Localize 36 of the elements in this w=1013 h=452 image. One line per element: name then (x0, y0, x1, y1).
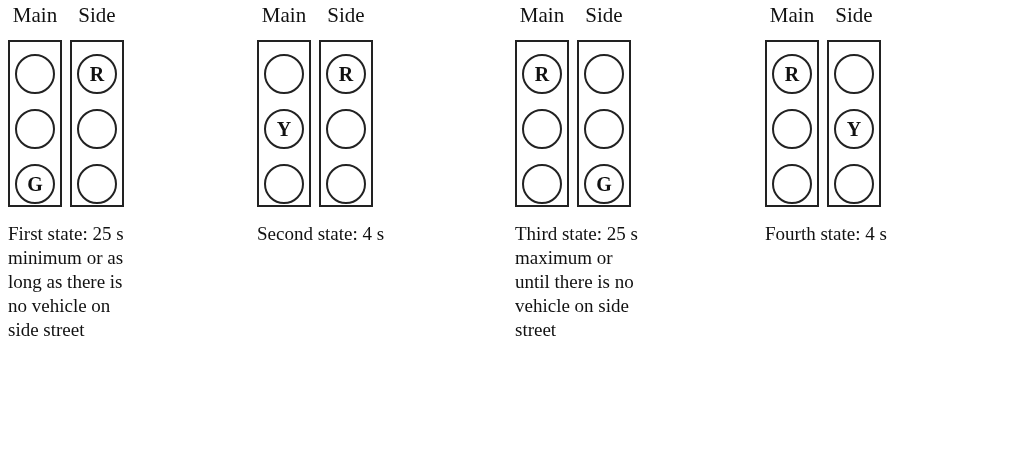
signal-lamp: R (77, 54, 117, 94)
signal-lamp (834, 54, 874, 94)
signal-lamp (264, 54, 304, 94)
signal-lamp (584, 109, 624, 149)
column-heading: Main (260, 2, 308, 28)
signal-lamp: R (772, 54, 812, 94)
signal-lamp (15, 54, 55, 94)
signal-lamp (326, 164, 366, 204)
column-heading: Side (584, 2, 624, 28)
signal-lamp (77, 109, 117, 149)
signal-lamp (522, 109, 562, 149)
signal-lamp (584, 54, 624, 94)
signal-lamp (264, 164, 304, 204)
state-caption: Second state: 4 s (257, 222, 386, 246)
column-heading: Side (326, 2, 366, 28)
signal-lamp: G (584, 164, 624, 204)
signal-lamp: R (326, 54, 366, 94)
signal-lamp: G (15, 164, 55, 204)
signal-lamp: Y (834, 109, 874, 149)
column-heading: Main (518, 2, 566, 28)
column-heading: Main (768, 2, 816, 28)
column-heading: Side (77, 2, 117, 28)
signal-lamp: Y (264, 109, 304, 149)
signal-lamp (15, 109, 55, 149)
state-caption: Fourth state: 4 s (765, 222, 888, 246)
state-caption: First state: 25 s minimum or as long as there is no vehicle on side street (8, 222, 125, 342)
column-heading: Main (11, 2, 59, 28)
signal-lamp: R (522, 54, 562, 94)
signal-lamp (834, 164, 874, 204)
column-heading: Side (834, 2, 874, 28)
signal-lamp (326, 109, 366, 149)
signal-lamp (772, 164, 812, 204)
state-caption: Third state: 25 s maximum or until there is no vehicle on side street (515, 222, 639, 342)
signal-lamp (522, 164, 562, 204)
signal-lamp (77, 164, 117, 204)
signal-lamp (772, 109, 812, 149)
